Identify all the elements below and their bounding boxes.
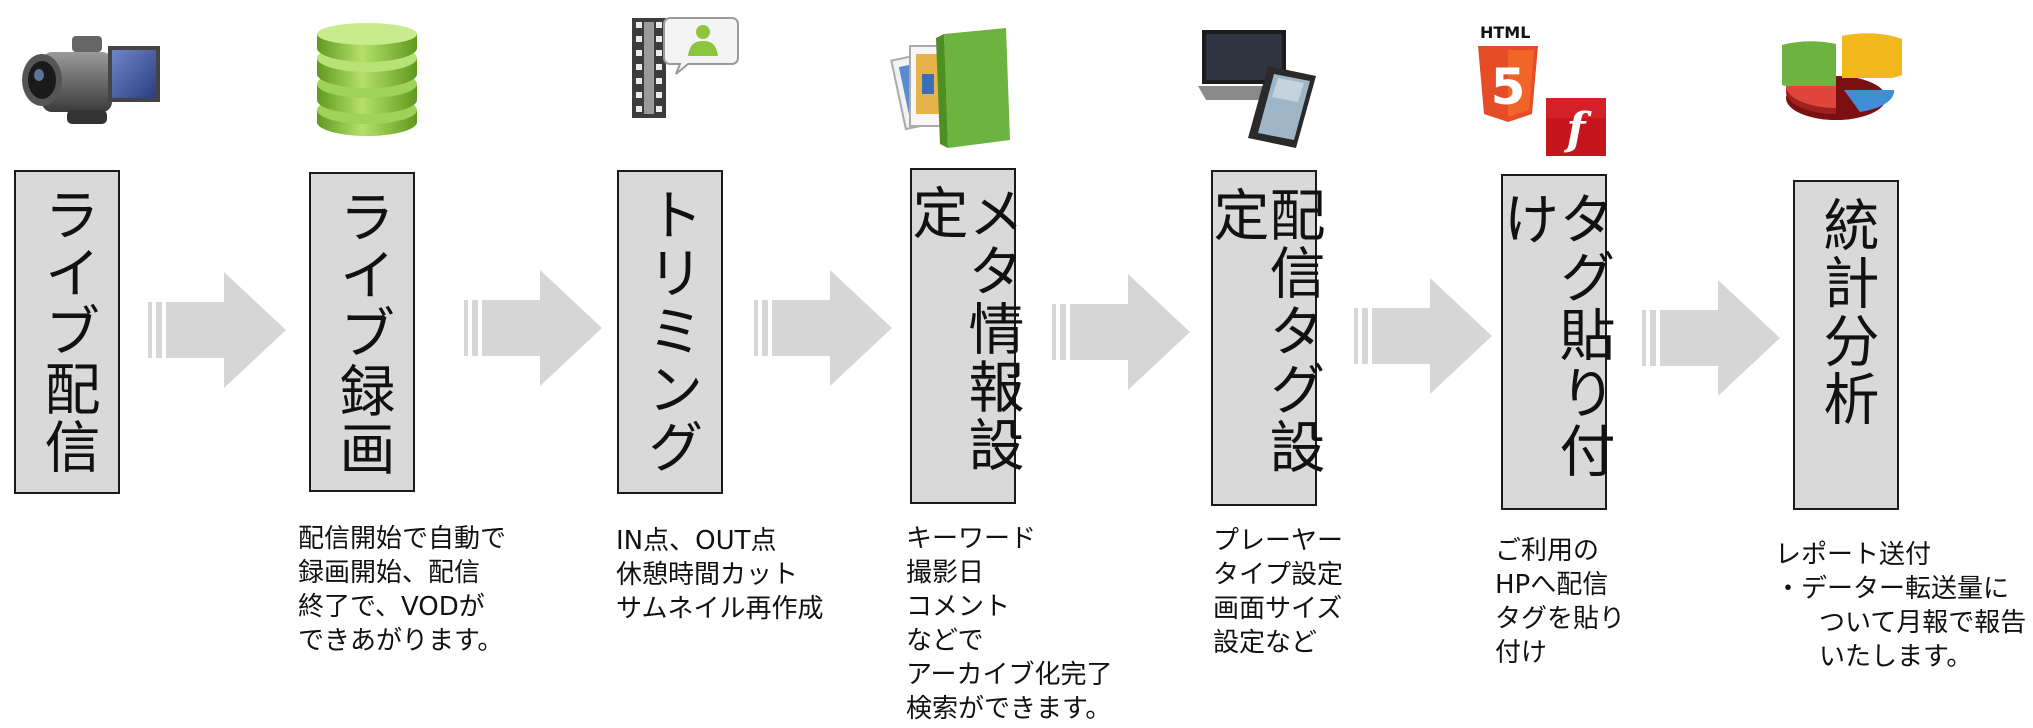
step-desc-tag-paste: ご利用の HPへ配信 タグを貼り 付け — [1495, 534, 1625, 670]
desc-line: 休憩時間カット — [616, 560, 799, 590]
step-box-metadata: メタ情報設定 — [903, 168, 1024, 504]
flow-arrow-3 — [754, 270, 892, 386]
report-line: いたします。 — [1819, 642, 1973, 672]
step-box-live-recording: ライブ録画 — [309, 172, 415, 492]
flow-arrow-6 — [1642, 280, 1780, 396]
desc-line: 画面サイズ — [1213, 594, 1343, 624]
desc-line: キーワード — [906, 524, 1037, 554]
desc-line: タグを貼り — [1495, 604, 1626, 634]
flow-arrow-2 — [464, 270, 602, 386]
desc-line: コメント — [906, 592, 1011, 622]
step-box-live-broadcast: ライブ配信 — [14, 170, 120, 494]
film-strip-icon — [632, 17, 739, 118]
laptop-phone-icon — [1198, 30, 1316, 148]
desc-line: などで — [906, 626, 984, 656]
pie-chart-icon — [1782, 33, 1902, 120]
step-box-statistics: 統計分析 — [1793, 180, 1899, 510]
step-label: ライブ配信 — [35, 186, 100, 476]
desc-line: できあがります。 — [298, 626, 504, 656]
flow-arrow-4 — [1052, 274, 1190, 390]
report-line: ついて月報で報告 — [1819, 608, 2027, 638]
step-box-trimming: トリミング — [617, 170, 723, 494]
desc-line: サムネイル再作成 — [616, 594, 824, 624]
database-icon — [317, 23, 417, 136]
html5-flash-icon: HTML 5 f — [1478, 23, 1606, 156]
step-desc-tag-setup: プレーヤー タイプ設定 画面サイズ 設定など — [1213, 524, 1343, 660]
desc-line: 検索ができます。 — [906, 694, 1112, 724]
desc-line: ご利用の — [1495, 536, 1600, 566]
desc-line: プレーヤー — [1213, 526, 1344, 556]
step-label: トリミング — [638, 186, 703, 476]
step-label: メタ情報設定 — [903, 184, 1024, 474]
flow-arrow-5 — [1354, 278, 1492, 394]
step-label: 統計分析 — [1814, 196, 1879, 428]
step-desc-statistics: レポート送付 ・データー転送量に ついて月報で報告 いたします。 — [1775, 538, 2026, 674]
desc-line: 設定など — [1213, 628, 1318, 658]
desc-line: 録画開始、配信 — [298, 558, 481, 588]
desc-line: 付け — [1495, 638, 1548, 668]
desc-line: 終了で、VODが — [298, 592, 485, 622]
desc-line: アーカイブ化完了 — [906, 660, 1113, 690]
step-desc-trimming: IN点、OUT点 休憩時間カット サムネイル再作成 — [616, 524, 823, 626]
step-desc-metadata: キーワード 撮影日 コメント などで アーカイブ化完了 検索ができます。 — [906, 522, 1112, 726]
desc-line: 撮影日 — [906, 558, 985, 588]
report-line: レポート送付 — [1775, 540, 1932, 570]
report-bullet-line: ・データー転送量に — [1775, 574, 2010, 604]
step-desc-live-recording: 配信開始で自動で 録画開始、配信 終了で、VODが できあがります。 — [298, 522, 506, 658]
step-box-tag-setup: 配信タグ設定 — [1204, 170, 1325, 506]
svg-text:HTML: HTML — [1480, 23, 1530, 42]
folder-photos-icon — [890, 28, 1010, 148]
flow-arrow-1 — [148, 272, 286, 388]
video-camera-icon — [22, 36, 160, 124]
desc-line: HPへ配信 — [1495, 570, 1609, 600]
step-label: ライブ録画 — [330, 188, 395, 478]
svg-text:5: 5 — [1491, 58, 1526, 116]
step-label: タグ貼り付け — [1494, 190, 1615, 480]
desc-line: タイプ設定 — [1213, 560, 1344, 590]
step-label: 配信タグ設定 — [1204, 186, 1325, 476]
desc-line: IN点、OUT点 — [616, 526, 777, 556]
step-box-tag-paste: タグ貼り付け — [1494, 174, 1615, 510]
desc-line: 配信開始で自動で — [298, 524, 507, 554]
